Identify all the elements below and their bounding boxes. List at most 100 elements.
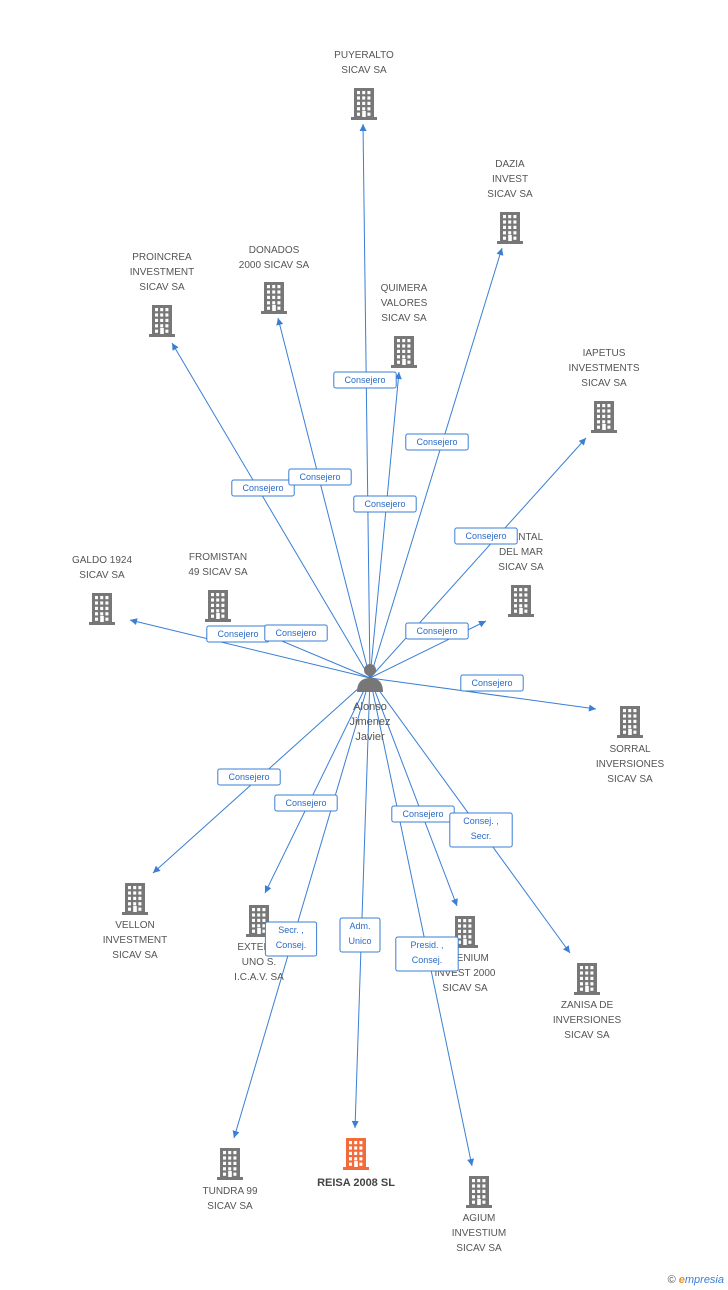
company-name-iapetus: SICAV SA bbox=[581, 378, 627, 389]
edge-label-agium[interactable]: Presid. ,Consej. bbox=[395, 936, 459, 972]
company-name-galdo: SICAV SA bbox=[79, 570, 125, 581]
building-icon bbox=[351, 88, 377, 120]
edge-sorral bbox=[369, 677, 597, 710]
company-name-fromistan: FROMISTAN bbox=[189, 552, 247, 563]
edge-label-selenium-text: Consejero bbox=[402, 809, 443, 819]
company-name-selenium: SICAV SA bbox=[442, 983, 488, 994]
building-icon bbox=[574, 963, 600, 995]
edge-agium-arrowhead bbox=[467, 1158, 474, 1166]
edge-label-donados-text: Consejero bbox=[299, 472, 340, 482]
company-name-proincrea: INVESTMENT bbox=[130, 267, 194, 278]
edge-label-puyeralto-text: Consejero bbox=[344, 375, 385, 385]
edge-label-reisa-box bbox=[339, 917, 381, 953]
company-name-oriental: SICAV SA bbox=[498, 562, 544, 573]
edge-iapetus bbox=[369, 437, 587, 679]
edge-label-fromistan[interactable]: Consejero bbox=[264, 624, 328, 642]
edge-label-agium-text: Consej. bbox=[412, 955, 443, 965]
building-icon bbox=[343, 1138, 369, 1170]
edge-label-vellon-text: Consejero bbox=[228, 772, 269, 782]
company-name-agium: AGIUM bbox=[463, 1213, 496, 1224]
company-name-vellon: VELLON bbox=[115, 920, 154, 931]
edge-label-donados[interactable]: Consejero bbox=[288, 468, 352, 486]
brand-logo-e: e bbox=[678, 1274, 685, 1286]
building-icon bbox=[217, 1148, 243, 1180]
company-name-dazia: SICAV SA bbox=[487, 189, 533, 200]
edge-label-zanisa[interactable]: Consej. ,Secr. bbox=[449, 812, 513, 848]
edge-label-galdo[interactable]: Consejero bbox=[206, 625, 270, 643]
edge-label-extenso[interactable]: Consejero bbox=[274, 794, 338, 812]
company-node-iapetus[interactable]: IAPETUS INVESTMENTS SICAV SA bbox=[568, 348, 640, 433]
company-node-extenso[interactable]: EXTEN…UNO S.I.C.A.V. SA bbox=[234, 905, 284, 983]
building-icon bbox=[508, 585, 534, 617]
footer-brand[interactable]: © empresia bbox=[668, 1274, 724, 1286]
edge-label-vellon[interactable]: Consejero bbox=[217, 768, 281, 786]
company-node-reisa[interactable]: REISA 2008 SL bbox=[317, 1138, 395, 1189]
company-name-dazia: DAZIA bbox=[495, 159, 525, 170]
building-icon bbox=[391, 336, 417, 368]
edge-label-dazia[interactable]: Consejero bbox=[405, 433, 469, 451]
edge-label-iapetus[interactable]: Consejero bbox=[454, 527, 518, 545]
edge-label-sorral[interactable]: Consejero bbox=[460, 674, 524, 692]
building-icon bbox=[261, 282, 287, 314]
building-icon bbox=[466, 1176, 492, 1208]
company-name-quimera: QUIMERA bbox=[381, 283, 428, 294]
company-node-oriental[interactable]: …IENTAL DEL MAR SICAV SA bbox=[498, 532, 544, 617]
building-icon bbox=[122, 883, 148, 915]
edge-label-quimera-box bbox=[353, 495, 417, 513]
edge-label-selenium[interactable]: Consejero bbox=[391, 805, 455, 823]
company-name-galdo: GALDO 1924 bbox=[72, 555, 132, 566]
company-name-sorral: SORRAL bbox=[609, 744, 651, 755]
company-name-quimera: VALORES bbox=[381, 298, 428, 309]
edge-label-reisa[interactable]: Adm.Unico bbox=[339, 917, 381, 953]
brand-name: mpresia bbox=[684, 1274, 724, 1286]
company-name-donados: 2000 SICAV SA bbox=[239, 260, 310, 271]
edge-label-puyeralto-box bbox=[333, 371, 397, 389]
edge-donados bbox=[277, 317, 371, 679]
edge-label-proincrea[interactable]: Consejero bbox=[231, 479, 295, 497]
edge-donados-arrowhead bbox=[276, 318, 284, 326]
company-name-oriental: …IENTAL bbox=[499, 532, 544, 543]
edge-label-puyeralto[interactable]: Consejero bbox=[333, 371, 397, 389]
edge-reisa bbox=[354, 677, 371, 1129]
edge-puyeralto bbox=[362, 123, 371, 679]
company-name-iapetus: IAPETUS bbox=[583, 348, 626, 359]
company-name-sorral: SICAV SA bbox=[607, 774, 653, 785]
company-name-tundra: TUNDRA 99 bbox=[202, 1186, 257, 1197]
edge-label-proincrea-text: Consejero bbox=[242, 483, 283, 493]
edge-label-zanisa-box bbox=[449, 812, 513, 848]
building-icon bbox=[149, 305, 175, 337]
edge-labels-layer: ConsejeroConsejeroConsejeroConsejeroCons… bbox=[206, 371, 524, 972]
person-icon bbox=[357, 664, 383, 692]
edge-label-sorral-text: Consejero bbox=[471, 678, 512, 688]
edge-proincrea bbox=[171, 342, 371, 679]
company-name-extenso: EXTEN… bbox=[237, 942, 280, 953]
edge-label-extenso-text: Consejero bbox=[285, 798, 326, 808]
edge-label-quimera-text: Consejero bbox=[364, 499, 405, 509]
edge-label-oriental[interactable]: Consejero bbox=[405, 622, 469, 640]
edge-label-tundra-box bbox=[264, 921, 318, 957]
edge-label-tundra[interactable]: Secr. ,Consej. bbox=[264, 921, 318, 957]
company-name-zanisa: INVERSIONES bbox=[553, 1015, 622, 1026]
company-name-vellon: INVESTMENT bbox=[103, 935, 167, 946]
building-icon bbox=[89, 593, 115, 625]
edge-label-quimera[interactable]: Consejero bbox=[353, 495, 417, 513]
company-name-oriental: DEL MAR bbox=[499, 547, 543, 558]
edge-vellon-arrowhead bbox=[153, 865, 161, 873]
company-name-iapetus: INVESTMENTS bbox=[568, 363, 639, 374]
edge-label-zanisa-text: Consej. , bbox=[463, 816, 499, 826]
